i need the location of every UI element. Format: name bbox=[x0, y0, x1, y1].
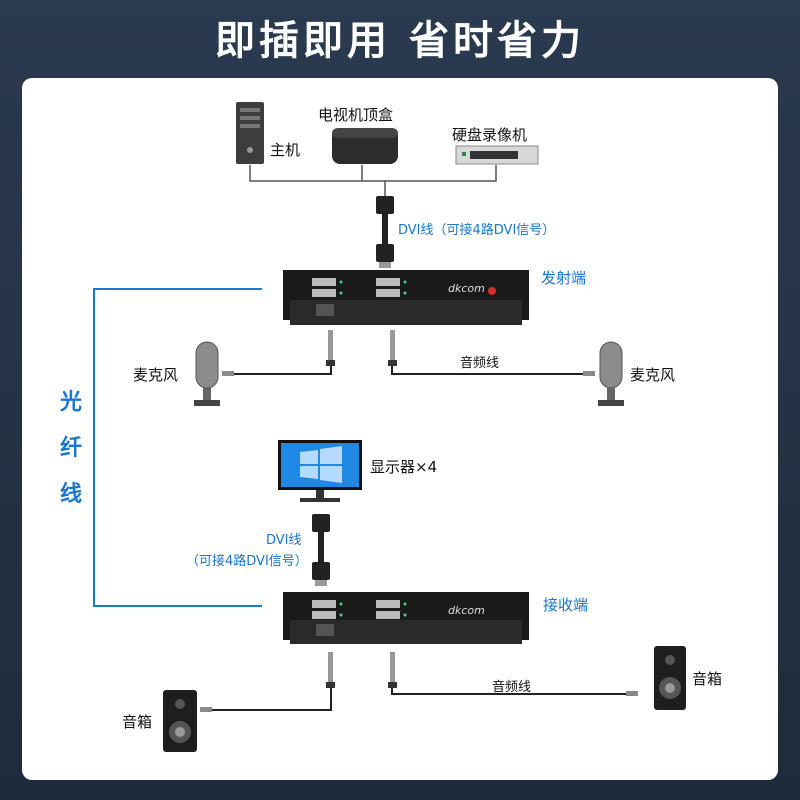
source-bus-lines bbox=[249, 165, 497, 198]
audio-plug-tx-right-icon bbox=[583, 371, 595, 376]
audio-jack-tx-left-icon bbox=[326, 330, 335, 366]
audio-cable-tx-right bbox=[391, 366, 585, 375]
microphone-right-icon bbox=[598, 341, 624, 406]
tx-dvi-cable-label: DVI线（可接4路DVI信号） bbox=[398, 223, 556, 238]
pc-label: 主机 bbox=[270, 141, 301, 159]
audio-cable-top-label: 音频线 bbox=[460, 356, 500, 371]
fiber-char-2: 纤 bbox=[59, 436, 82, 461]
audio-cable-rx-left bbox=[210, 688, 332, 711]
diagram-panel bbox=[22, 78, 778, 780]
speaker-left-label: 音箱 bbox=[122, 713, 153, 731]
nvr-label: 硬盘录像机 bbox=[452, 126, 528, 144]
audio-jack-rx-right-icon bbox=[388, 652, 397, 688]
mic-left-label: 麦克风 bbox=[133, 366, 179, 384]
mic-right-label: 麦克风 bbox=[630, 366, 676, 384]
receiver-device-icon bbox=[283, 592, 529, 644]
fiber-char-3: 线 bbox=[59, 482, 82, 507]
receiver-brand: dkcom bbox=[448, 604, 485, 617]
audio-cable-rx-right bbox=[391, 688, 628, 695]
set-top-box-icon bbox=[332, 128, 398, 164]
dvi-connector-bottom-icon bbox=[312, 514, 330, 586]
microphone-left-icon bbox=[194, 341, 220, 406]
headline: 即插即用 省时省力 bbox=[215, 18, 585, 64]
monitor-icon bbox=[278, 440, 362, 502]
rx-dvi-cable-label-line2: （可接4路DVI信号） bbox=[186, 554, 308, 569]
speaker-left-icon bbox=[163, 690, 197, 752]
speaker-right-icon bbox=[654, 646, 686, 710]
receiver-label: 接收端 bbox=[543, 596, 589, 614]
nvr-icon bbox=[455, 145, 539, 165]
display-label: 显示器×4 bbox=[370, 458, 438, 476]
audio-jack-rx-left-icon bbox=[326, 652, 335, 688]
transmitter-device-icon bbox=[283, 270, 529, 325]
audio-cable-tx-left bbox=[232, 366, 332, 375]
audio-plug-rx-left-icon bbox=[200, 707, 212, 712]
dvi-connector-top-icon bbox=[376, 196, 394, 268]
rx-dvi-cable-label-line1: DVI线 bbox=[266, 533, 302, 548]
audio-jack-tx-right-icon bbox=[388, 330, 397, 366]
stb-label: 电视机顶盒 bbox=[318, 106, 394, 124]
fiber-cable bbox=[93, 288, 262, 607]
transmitter-brand: dkcom bbox=[448, 282, 485, 295]
audio-cable-bottom-label: 音频线 bbox=[492, 680, 532, 695]
audio-plug-rx-right-icon bbox=[626, 691, 638, 696]
audio-plug-tx-left-icon bbox=[222, 371, 234, 376]
fiber-char-1: 光 bbox=[59, 390, 82, 415]
speaker-right-label: 音箱 bbox=[692, 670, 723, 688]
pc-tower-icon bbox=[236, 102, 264, 164]
transmitter-label: 发射端 bbox=[541, 269, 587, 287]
